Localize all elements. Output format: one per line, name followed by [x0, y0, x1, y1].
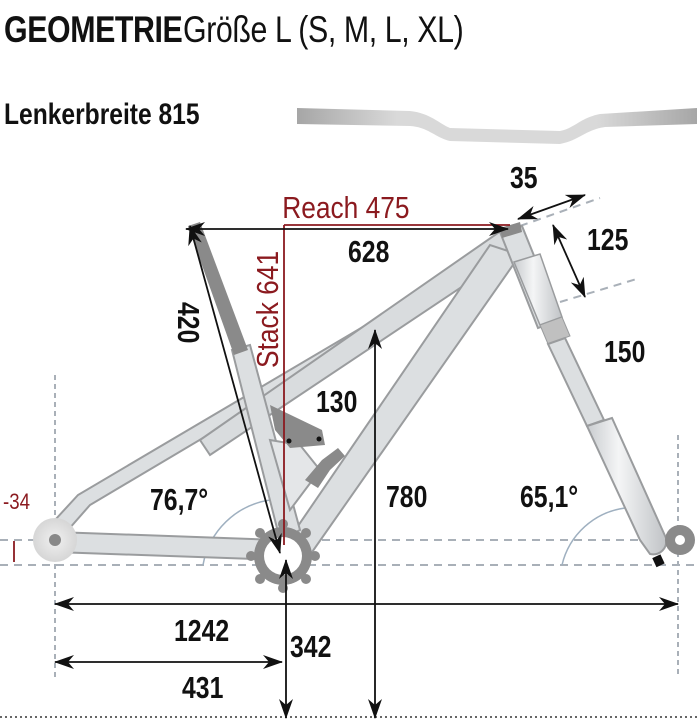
chainring-icon	[246, 519, 320, 593]
wheelbase-label: 1242	[174, 613, 229, 647]
title-bold: GEOMETRIE	[4, 9, 183, 50]
bike-frame	[53, 226, 522, 562]
rear-shock	[305, 448, 345, 488]
seat-angle-label: 76,7°	[150, 482, 208, 516]
head-tube	[498, 222, 571, 345]
reach-label: Reach 475	[282, 191, 409, 225]
top-tube-label: 628	[348, 234, 389, 268]
bb-height-label: 342	[290, 629, 331, 663]
handlebar-icon	[297, 108, 697, 144]
rear-travel-label: 130	[316, 384, 357, 418]
standover-label: 780	[386, 479, 427, 513]
page-title: GEOMETRIE Größe L (S, M, L, XL)	[4, 8, 525, 52]
chainstay-label: 431	[182, 670, 223, 704]
handlebar-width-label: Lenkerbreite 815	[4, 98, 200, 131]
head-angle-label: 65,1°	[520, 479, 578, 513]
fork	[546, 336, 668, 568]
head-tube-label: 125	[587, 222, 628, 256]
title-size: Größe L (S, M, L, XL)	[183, 9, 464, 50]
stack-label: Stack 641	[251, 251, 285, 368]
bb-drop-label: -34	[3, 491, 30, 515]
stem-length-label: 35	[510, 160, 538, 194]
fork-travel-label: 150	[604, 334, 645, 368]
seat-tube-label: 420	[171, 302, 205, 343]
dimension-arrows	[54, 194, 679, 719]
head-angle-arc	[561, 507, 626, 566]
